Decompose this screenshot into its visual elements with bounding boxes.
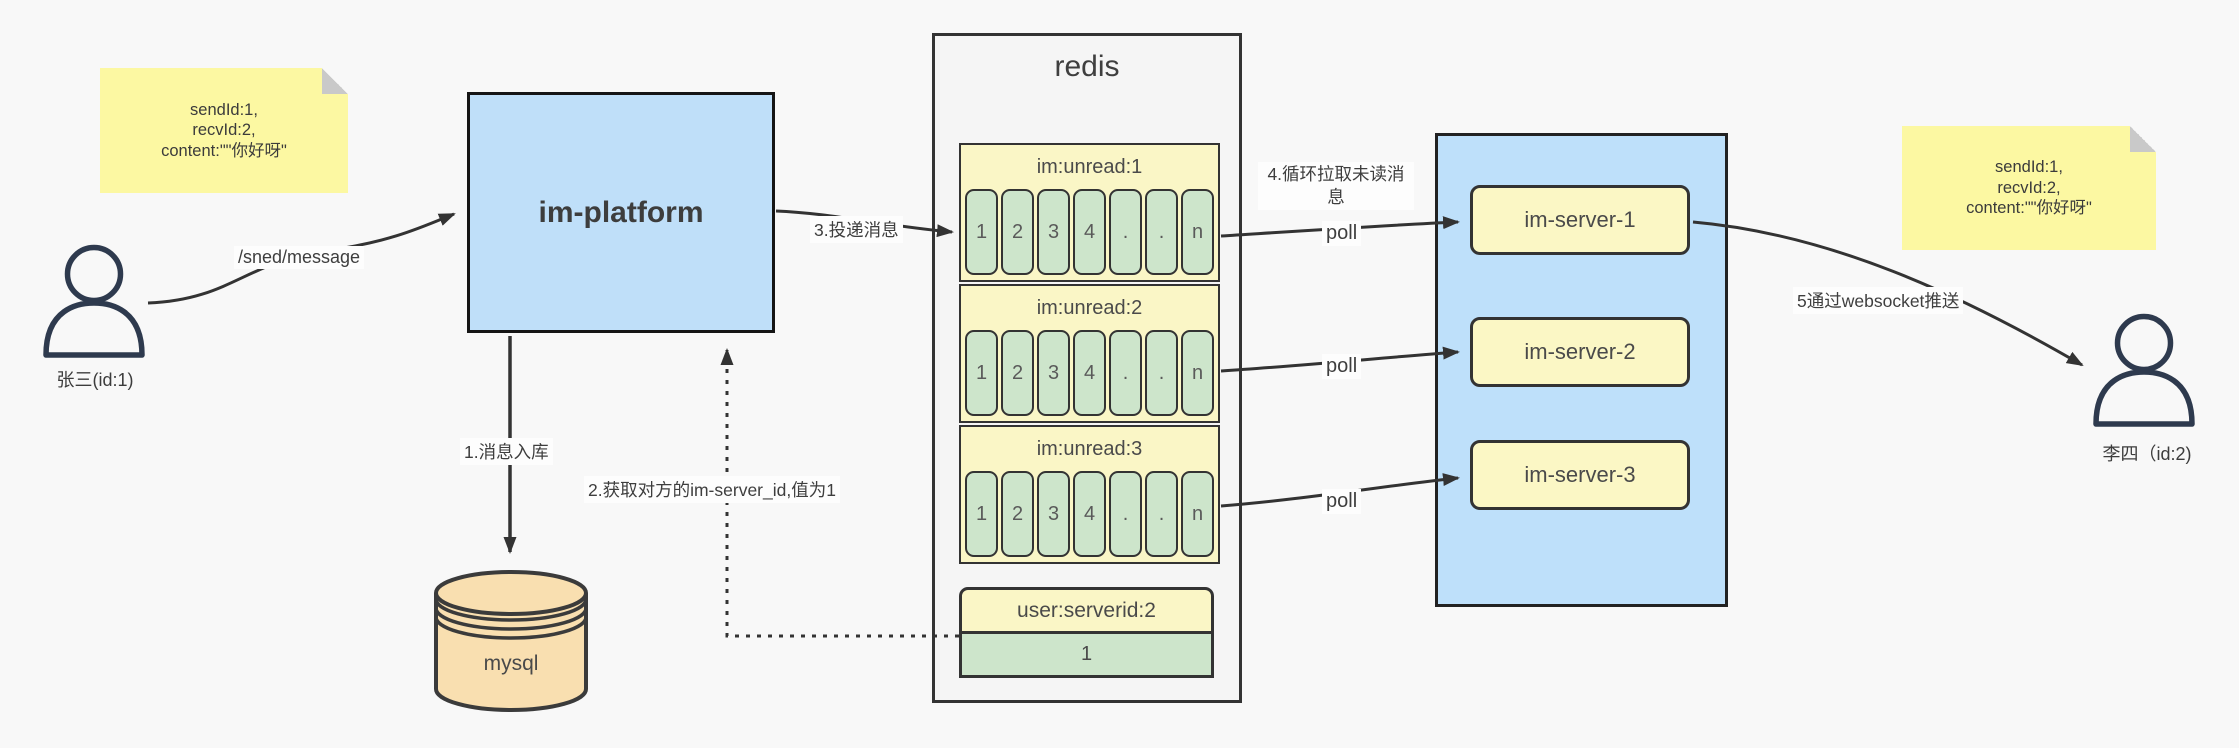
sender-label: 张三(id:1) xyxy=(56,370,134,390)
im-server-label: im-server-1 xyxy=(1524,207,1636,232)
queue-cell: 4 xyxy=(1073,471,1106,557)
edge-label-send: /sned/message xyxy=(234,246,365,269)
queue-cell: 4 xyxy=(1073,189,1106,275)
queue-cell: 3 xyxy=(1037,330,1070,416)
queue-im-unread-1: im:unread:1 1 2 3 4 . . n xyxy=(959,143,1220,282)
note-line: recvId:2, xyxy=(192,121,256,140)
queue-cell: n xyxy=(1181,330,1214,416)
edge-label-poll-3: poll xyxy=(1322,489,1362,514)
queue-cell: . xyxy=(1109,471,1142,557)
edge-label-step2: 2.获取对方的im-server_id,值为1 xyxy=(584,476,840,503)
edge-step5-websocket xyxy=(1692,220,2084,367)
person-sender-icon xyxy=(43,244,145,358)
edge-label-step3: 3.投递消息 xyxy=(810,216,903,243)
im-platform-node: im-platform xyxy=(467,92,775,333)
im-server-label: im-server-3 xyxy=(1524,462,1636,487)
mysql-label: mysql xyxy=(483,652,539,675)
queue-cell: 1 xyxy=(965,471,998,557)
edge-label-poll-2: poll xyxy=(1322,354,1362,379)
queue-cells: 1 2 3 4 . . n xyxy=(961,189,1218,279)
note-line: sendId:1, xyxy=(190,100,258,119)
note-line: recvId:2, xyxy=(1997,178,2061,197)
queue-cell: . xyxy=(1145,330,1178,416)
queue-cell: 1 xyxy=(965,330,998,416)
queue-cell: . xyxy=(1109,330,1142,416)
queue-cell: . xyxy=(1145,189,1178,275)
sticky-note-right: sendId:1, recvId:2, content:""你好呀" xyxy=(1902,126,2156,250)
queue-cell: n xyxy=(1181,189,1214,275)
queue-cell: 2 xyxy=(1001,189,1034,275)
queue-cell: . xyxy=(1109,189,1142,275)
queue-cells: 1 2 3 4 . . n xyxy=(961,330,1218,420)
note-line: sendId:1, xyxy=(1995,158,2063,177)
im-platform-label: im-platform xyxy=(538,195,704,229)
note-fold-icon xyxy=(322,68,348,94)
note-fold-icon xyxy=(2130,126,2156,152)
edge-label-poll-1: poll xyxy=(1322,221,1362,246)
queue-im-unread-3: im:unread:3 1 2 3 4 . . n xyxy=(959,425,1220,564)
queue-title: im:unread:2 xyxy=(1036,296,1143,319)
queue-cell: 3 xyxy=(1037,189,1070,275)
kv-title: user:serverid:2 xyxy=(959,587,1214,634)
mysql-cylinder-icon xyxy=(434,570,588,712)
im-server-3-node: im-server-3 xyxy=(1470,440,1690,510)
queue-title: im:unread:1 xyxy=(1036,155,1143,178)
edge-label-step1: 1.消息入库 xyxy=(460,438,553,465)
queue-cell: 1 xyxy=(965,189,998,275)
person-receiver-icon xyxy=(2093,313,2195,427)
im-server-1-node: im-server-1 xyxy=(1470,185,1690,255)
edge-label-step4: 4.循环拉取未读消息 xyxy=(1258,162,1414,210)
edge-step2-dotted xyxy=(720,348,959,638)
queue-cell: 2 xyxy=(1001,471,1034,557)
im-server-label: im-server-2 xyxy=(1524,339,1636,364)
queue-cell: 3 xyxy=(1037,471,1070,557)
redis-title: redis xyxy=(1054,50,1120,83)
queue-im-unread-2: im:unread:2 1 2 3 4 . . n xyxy=(959,284,1220,423)
note-line: content:""你好呀" xyxy=(1966,199,2092,218)
queue-cell: n xyxy=(1181,471,1214,557)
queue-title: im:unread:3 xyxy=(1036,437,1143,460)
queue-cells: 1 2 3 4 . . n xyxy=(961,471,1218,561)
edge-label-step5: 5通过websocket推送 xyxy=(1793,287,1964,314)
queue-cell: 4 xyxy=(1073,330,1106,416)
kv-value: 1 xyxy=(959,634,1214,678)
receiver-label: 李四（id:2) xyxy=(2102,444,2192,464)
sticky-note-left: sendId:1, recvId:2, content:""你好呀" xyxy=(100,68,348,193)
queue-cell: 2 xyxy=(1001,330,1034,416)
im-server-2-node: im-server-2 xyxy=(1470,317,1690,387)
note-line: content:""你好呀" xyxy=(161,141,287,160)
queue-cell: . xyxy=(1145,471,1178,557)
kv-user-serverid: user:serverid:2 1 xyxy=(959,587,1214,678)
